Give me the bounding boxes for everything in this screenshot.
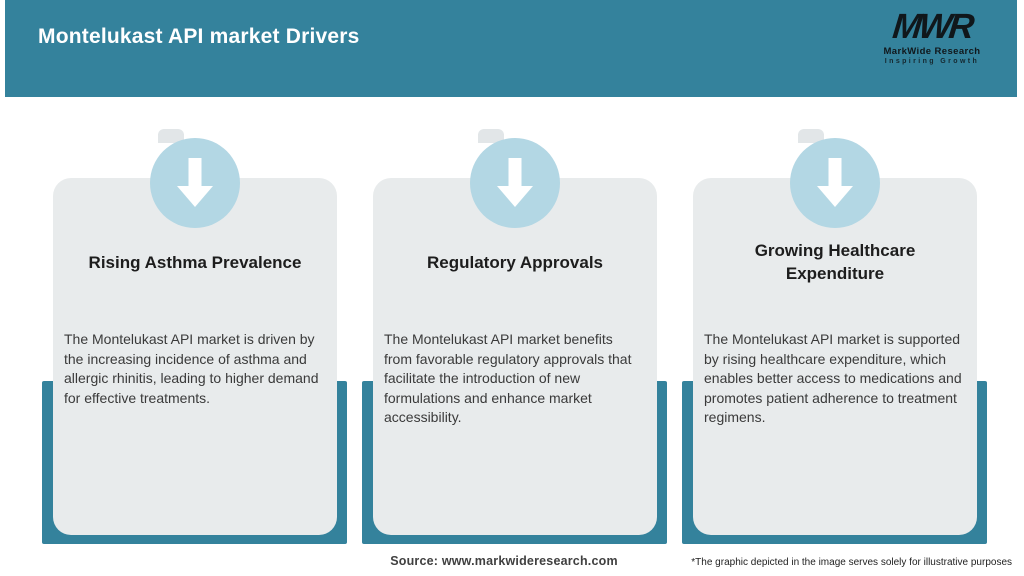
header-bar: Montelukast API market Drivers MWR MarkW… [5, 0, 1017, 97]
markwide-research-logo: MWR MarkWide Research Inspiring Growth [877, 7, 987, 65]
arrow-down-icon [812, 154, 858, 212]
logo-monogram: MWR [890, 7, 974, 46]
driver-card-growing-healthcare-expenditure [693, 178, 977, 535]
card-title: Regulatory Approvals [426, 252, 604, 272]
card-description: The Montelukast API market benefits from… [384, 331, 632, 425]
arrow-down-icon [492, 154, 538, 212]
circle-notch [158, 129, 184, 143]
driver-card-regulatory-approvals [373, 178, 657, 535]
card-title: Rising Asthma Prevalence [88, 252, 302, 272]
icon-circle [470, 138, 560, 228]
circle-notch [478, 129, 504, 143]
card-description: The Montelukast API market is supported … [704, 331, 962, 425]
arrow-down-icon [172, 154, 218, 212]
card-title: Growing Healthcare Expenditure [754, 241, 916, 283]
driver-card-rising-asthma-prevalence [53, 178, 337, 535]
source-text: Source: www.markwideresearch.com [390, 554, 618, 568]
logo-tagline: Inspiring Growth [884, 58, 980, 65]
page-title: Montelukast API market Drivers [38, 25, 360, 48]
icon-circle [790, 138, 880, 228]
circle-notch [798, 129, 824, 143]
icon-circle [150, 138, 240, 228]
logo-name: MarkWide Research [883, 46, 981, 57]
disclaimer-text: *The graphic depicted in the image serve… [691, 557, 1012, 568]
card-description: The Montelukast API market is driven by … [64, 331, 319, 406]
